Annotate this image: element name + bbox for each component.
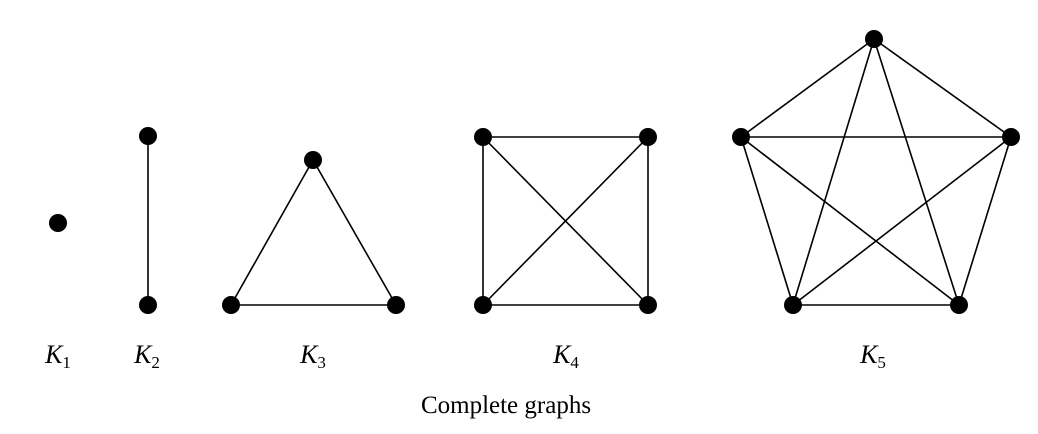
label-k4: K4	[553, 340, 579, 373]
graph-k4	[474, 128, 657, 314]
label-k1: K1	[45, 340, 71, 373]
k5-edge-1-5	[740, 38, 875, 138]
graph-k2	[139, 127, 157, 314]
k5-edge-3-5	[740, 136, 960, 306]
k4-vertex-2	[639, 128, 657, 146]
label-k4-subscript: 4	[570, 353, 579, 372]
graph-k5	[732, 30, 1020, 314]
label-k3: K3	[300, 340, 326, 373]
graph-k3	[222, 151, 405, 314]
k4-vertex-1	[474, 128, 492, 146]
k5-vertex-4	[784, 296, 802, 314]
k2-vertex-1	[139, 127, 157, 145]
k3-vertex-1	[304, 151, 322, 169]
label-k3-subscript: 3	[317, 353, 326, 372]
k4-edge-2-4	[482, 136, 649, 306]
k5-edge-2-3	[958, 136, 1012, 306]
label-k3-letter: K	[300, 340, 318, 369]
label-k2: K2	[134, 340, 160, 373]
figure-caption: Complete graphs	[420, 392, 592, 419]
k5-edge-1-3	[873, 38, 960, 306]
k1-vertex-1	[49, 214, 67, 232]
label-k2-letter: K	[134, 340, 152, 369]
k3-vertex-3	[387, 296, 405, 314]
label-k5: K5	[860, 340, 886, 373]
k5-vertex-3	[950, 296, 968, 314]
label-k1-subscript: 1	[62, 353, 71, 372]
k5-vertex-2	[1002, 128, 1020, 146]
k5-edge-1-2	[873, 38, 1012, 138]
graph-k1	[49, 214, 67, 232]
k5-vertex-5	[732, 128, 750, 146]
k5-edge-4-5	[740, 136, 794, 306]
k3-edge-1-3	[312, 159, 397, 306]
label-k4-letter: K	[553, 340, 571, 369]
k2-vertex-2	[139, 296, 157, 314]
label-k1-letter: K	[45, 340, 63, 369]
k5-edge-1-4	[792, 38, 875, 306]
k4-vertex-3	[639, 296, 657, 314]
k3-vertex-2	[222, 296, 240, 314]
k5-edge-2-4	[792, 136, 1012, 306]
k3-edge-1-2	[230, 159, 314, 306]
label-k5-subscript: 5	[877, 353, 886, 372]
k5-vertex-1	[865, 30, 883, 48]
k4-vertex-4	[474, 296, 492, 314]
label-k5-letter: K	[860, 340, 878, 369]
label-k2-subscript: 2	[151, 353, 160, 372]
